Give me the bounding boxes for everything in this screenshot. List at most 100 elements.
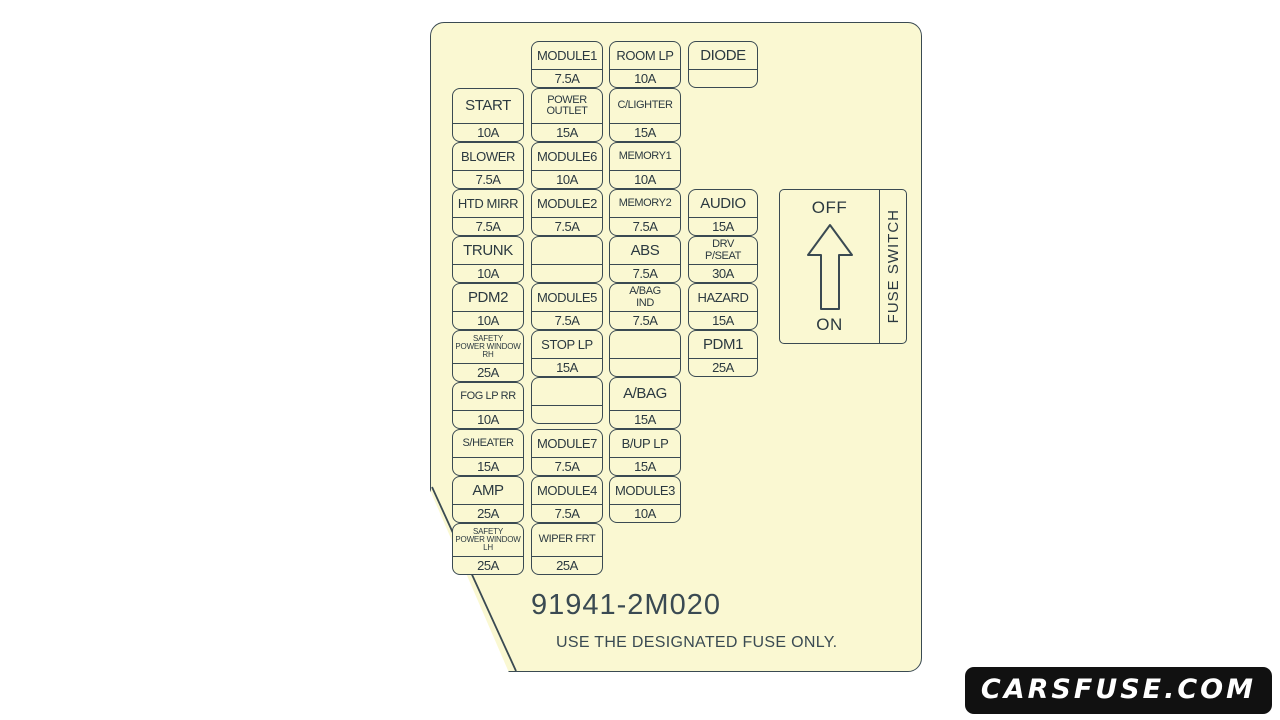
fuse-rating: 10A bbox=[610, 170, 680, 188]
fuse-switch-off-label: OFF bbox=[811, 198, 848, 217]
fuse-rating: 25A bbox=[453, 556, 523, 574]
fuse-rating: 15A bbox=[689, 217, 757, 235]
fuse-label: BLOWER bbox=[461, 148, 515, 164]
fuse-cell[interactable]: PDM2 10A bbox=[452, 283, 524, 330]
fuse-label: MODULE7 bbox=[536, 435, 598, 451]
fuse-label: PDM1 bbox=[702, 335, 744, 353]
fuse-cell[interactable]: B/UP LP 15A bbox=[609, 429, 681, 476]
fuse-rating: 10A bbox=[610, 69, 680, 87]
fuse-rating: 7.5A bbox=[610, 264, 680, 282]
fuse-rating: 7.5A bbox=[532, 504, 602, 522]
fuse-label: MODULE1 bbox=[536, 47, 598, 63]
fuse-label: MODULE4 bbox=[536, 482, 598, 498]
part-number: 91941-2M020 bbox=[531, 589, 721, 621]
fuse-cell[interactable]: BLOWER 7.5A bbox=[452, 142, 524, 189]
designated-fuse-notice: USE THE DESIGNATED FUSE ONLY. bbox=[556, 634, 838, 651]
fuse-label: HTD MIRR bbox=[457, 195, 519, 211]
fuse-cell[interactable] bbox=[531, 236, 603, 283]
fuse-label bbox=[610, 331, 680, 358]
fuse-rating: 30A bbox=[689, 264, 757, 282]
fuse-label: WIPER FRT bbox=[538, 533, 596, 546]
fuse-cell[interactable]: MODULE4 7.5A bbox=[531, 476, 603, 523]
fuse-cell[interactable]: ABS 7.5A bbox=[609, 236, 681, 283]
fuse-rating bbox=[689, 69, 757, 87]
fuse-cell[interactable]: STOP LP 15A bbox=[531, 330, 603, 377]
fuse-label: STOP LP bbox=[541, 336, 593, 352]
fuse-label: AUDIO bbox=[700, 194, 746, 212]
fuse-rating: 25A bbox=[453, 363, 523, 381]
fuse-cell[interactable]: SAFETY POWER WINDOW LH 25A bbox=[452, 523, 524, 575]
fuse-cell[interactable]: POWER OUTLET 15A bbox=[531, 88, 603, 142]
fuse-cell[interactable]: HTD MIRR 7.5A bbox=[452, 189, 524, 236]
fuse-cell[interactable]: DIODE bbox=[688, 41, 758, 88]
fuse-rating: 7.5A bbox=[532, 69, 602, 87]
fuse-switch-on-label: ON bbox=[816, 315, 843, 334]
fuse-label: ROOM LP bbox=[616, 47, 674, 63]
fuse-label bbox=[532, 237, 602, 264]
fuse-rating: 7.5A bbox=[610, 311, 680, 329]
fuse-cell[interactable] bbox=[609, 330, 681, 377]
fuse-label bbox=[532, 378, 602, 405]
fuse-label: SAFETY POWER WINDOW LH bbox=[455, 526, 521, 553]
fuse-label: DRV P/SEAT bbox=[705, 238, 741, 262]
fuse-label: ABS bbox=[630, 241, 660, 259]
fuse-cell[interactable] bbox=[531, 377, 603, 424]
fuse-rating: 25A bbox=[453, 504, 523, 522]
fuse-label: MODULE5 bbox=[536, 289, 598, 305]
fuse-switch-body: OFF ON bbox=[780, 190, 879, 343]
fuse-label: PDM2 bbox=[467, 288, 509, 306]
fuse-cell[interactable]: MODULE3 10A bbox=[609, 476, 681, 523]
fuse-cell[interactable]: MODULE1 7.5A bbox=[531, 41, 603, 88]
fuse-label: MODULE2 bbox=[536, 195, 598, 211]
fuse-rating: 15A bbox=[610, 410, 680, 428]
fuse-rating: 15A bbox=[453, 457, 523, 475]
fuse-rating: 15A bbox=[610, 457, 680, 475]
fuse-label: MEMORY2 bbox=[618, 196, 672, 209]
fuse-switch-side-panel: FUSE SWITCH bbox=[879, 190, 906, 343]
fuse-rating: 15A bbox=[532, 358, 602, 376]
fuse-rating bbox=[532, 264, 602, 282]
fuse-cell[interactable]: PDM1 25A bbox=[688, 330, 758, 377]
fuse-cell[interactable]: ROOM LP 10A bbox=[609, 41, 681, 88]
fuse-rating: 25A bbox=[532, 556, 602, 574]
fuse-rating: 25A bbox=[689, 358, 757, 376]
fuse-cell[interactable]: AUDIO 15A bbox=[688, 189, 758, 236]
fuse-rating: 7.5A bbox=[453, 170, 523, 188]
fuse-switch-up-arrow-icon bbox=[804, 218, 856, 315]
fuse-rating: 10A bbox=[453, 311, 523, 329]
fuse-label: TRUNK bbox=[463, 241, 513, 259]
fuse-label: FOG LP RR bbox=[460, 389, 516, 402]
fuse-rating: 15A bbox=[532, 123, 602, 141]
fuse-cell[interactable]: MEMORY1 10A bbox=[609, 142, 681, 189]
fuse-rating: 7.5A bbox=[532, 457, 602, 475]
fuse-cell[interactable]: DRV P/SEAT 30A bbox=[688, 236, 758, 283]
fuse-label: MEMORY1 bbox=[618, 149, 672, 162]
fuse-label: START bbox=[465, 97, 511, 115]
fuse-rating: 10A bbox=[610, 504, 680, 522]
fuse-label: B/UP LP bbox=[621, 435, 669, 451]
fuse-rating bbox=[610, 358, 680, 376]
fuse-label: MODULE3 bbox=[614, 482, 676, 498]
fuse-switch-block[interactable]: OFF ON FUSE SWITCH bbox=[779, 189, 907, 344]
fuse-label: POWER OUTLET bbox=[546, 93, 588, 117]
fuse-rating: 7.5A bbox=[453, 217, 523, 235]
fuse-cell[interactable]: MODULE7 7.5A bbox=[531, 429, 603, 476]
fuse-cell[interactable]: WIPER FRT 25A bbox=[531, 523, 603, 575]
fuse-rating: 10A bbox=[532, 170, 602, 188]
fuse-label: C/LIGHTER bbox=[617, 99, 673, 112]
fuse-rating: 15A bbox=[689, 311, 757, 329]
